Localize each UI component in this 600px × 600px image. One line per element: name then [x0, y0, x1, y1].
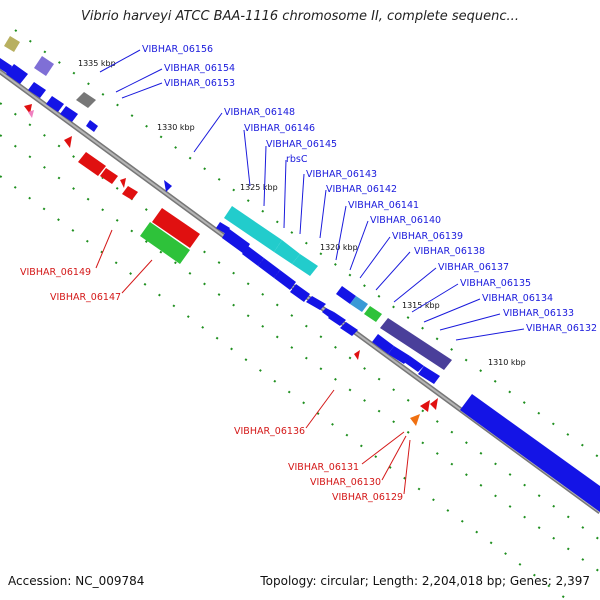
cds-blue — [258, 258, 280, 278]
gene-label: VIBHAR_06147 — [50, 292, 121, 303]
scale-label-1335: 1335 kbp — [78, 59, 116, 68]
gene-label: VIBHAR_06149 — [20, 267, 91, 278]
gene-label: VIBHAR_06138 — [414, 246, 485, 257]
scale-label-1325: 1325 kbp — [240, 183, 278, 192]
cds-blue — [6, 64, 28, 84]
gene-label: VIBHAR_06156 — [142, 44, 213, 55]
gene-label: VIBHAR_06132 — [526, 323, 597, 334]
gene-label: VIBHAR_06142 — [326, 184, 397, 195]
cds-blue — [0, 58, 12, 74]
cds-cyan — [224, 206, 282, 252]
cds-blue — [86, 120, 98, 132]
cds-red — [120, 178, 126, 188]
cds-blue — [388, 346, 410, 364]
gene-label: rbsC — [286, 154, 308, 165]
cds-purple — [380, 318, 452, 370]
feature-olive — [4, 36, 20, 52]
gene-label: VIBHAR_06136 — [234, 426, 305, 437]
gene-label: VIBHAR_06133 — [503, 308, 574, 319]
cds-blue — [164, 180, 172, 192]
scale-labels: 1335 kbp 1330 kbp 1325 kbp 1320 kbp 1315… — [78, 59, 526, 367]
cds-blue — [242, 246, 264, 266]
scale-label-1315: 1315 kbp — [402, 301, 440, 310]
scale-label-1320: 1320 kbp — [320, 243, 358, 252]
topology-summary: Topology: circular; Length: 2,204,018 bp… — [260, 574, 590, 588]
map-title: Vibrio harveyi ATCC BAA-1116 chromosome … — [81, 9, 519, 24]
gene-label: VIBHAR_06143 — [306, 169, 377, 180]
cds-blue — [418, 366, 440, 384]
cds-red — [78, 152, 106, 176]
cds-green — [140, 222, 190, 264]
reverse-gene-labels: VIBHAR_06149 VIBHAR_06147 VIBHAR_06136 V… — [20, 267, 403, 503]
cds-cyan — [274, 240, 300, 264]
cds-blue — [372, 334, 394, 354]
gene-label: VIBHAR_06145 — [266, 139, 337, 150]
gene-label: VIBHAR_06141 — [348, 200, 419, 211]
gene-label: VIBHAR_06154 — [164, 63, 235, 74]
gene-label: VIBHAR_06139 — [392, 231, 463, 242]
gene-label: VIBHAR_06148 — [224, 107, 295, 118]
gene-label: VIBHAR_06146 — [244, 123, 315, 134]
cds-blue-large — [460, 394, 600, 512]
cds-blue — [340, 322, 358, 336]
cds-blue — [222, 228, 250, 254]
cds-red — [430, 398, 438, 410]
cds-blue — [306, 296, 326, 310]
gene-label: VIBHAR_06129 — [332, 492, 403, 503]
cds-red — [122, 186, 138, 200]
scale-label-1330: 1330 kbp — [157, 123, 195, 132]
cds-red — [354, 350, 360, 360]
label-leaders — [95, 49, 525, 495]
accession-text: Accession: NC_009784 — [8, 574, 145, 588]
cds-pink — [28, 110, 34, 118]
cds-blue — [60, 106, 78, 122]
gene-label: VIBHAR_06130 — [310, 477, 381, 488]
forward-gene-labels: VIBHAR_06156 VIBHAR_06154 VIBHAR_06153 V… — [142, 44, 597, 334]
cds-blue — [274, 270, 296, 290]
cds-cyan — [292, 254, 318, 276]
feature-gray — [76, 92, 96, 108]
gene-label: VIBHAR_06137 — [438, 262, 509, 273]
cds-red — [420, 400, 430, 412]
forward-features — [0, 36, 600, 512]
cds-red — [152, 208, 200, 248]
gene-label: VIBHAR_06134 — [482, 293, 553, 304]
gene-label: VIBHAR_06140 — [370, 215, 441, 226]
gene-label: VIBHAR_06135 — [460, 278, 531, 289]
feature-lavender — [34, 56, 54, 76]
cds-blue — [328, 312, 346, 326]
cds-lightblue — [350, 296, 368, 312]
scale-label-1310: 1310 kbp — [488, 358, 526, 367]
cds-green-small — [364, 306, 382, 322]
gene-label: VIBHAR_06131 — [288, 462, 359, 473]
cds-red — [64, 136, 72, 148]
reverse-features — [24, 104, 438, 426]
cds-red — [100, 168, 118, 184]
cds-blue — [336, 286, 356, 304]
gene-label: VIBHAR_06153 — [164, 78, 235, 89]
cds-blue — [28, 82, 46, 98]
cds-blue — [404, 356, 424, 372]
cds-blue — [290, 284, 310, 302]
cds-blue — [46, 96, 64, 112]
cds-orange — [410, 414, 420, 426]
